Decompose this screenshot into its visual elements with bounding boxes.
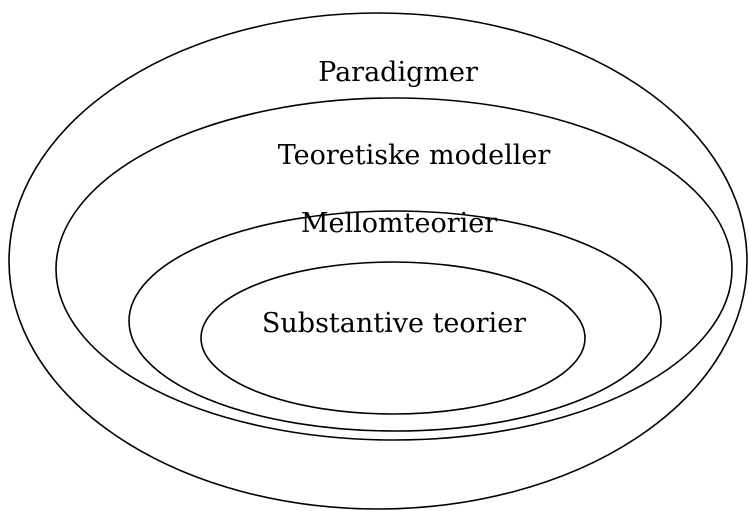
- ring-substantive-teorier: Substantive teorier: [200, 261, 586, 415]
- label-mellomteorier: Mellomteorier: [301, 208, 497, 239]
- ring-mellomteorier: Mellomteorier: [128, 208, 662, 432]
- ellipse-mellomteorier: [128, 210, 662, 432]
- label-substantive-teorier: Substantive teorier: [262, 308, 526, 339]
- ellipse-substantive-teorier: [200, 261, 586, 415]
- label-paradigmer: Paradigmer: [318, 57, 478, 88]
- ellipse-teoretiske-modeller: [55, 97, 733, 441]
- ring-paradigmer: Paradigmer: [8, 12, 748, 510]
- ring-teoretiske-modeller: Teoretiske modeller: [55, 97, 733, 441]
- label-teoretiske-modeller: Teoretiske modeller: [278, 140, 551, 171]
- ellipse-paradigmer: [8, 12, 748, 510]
